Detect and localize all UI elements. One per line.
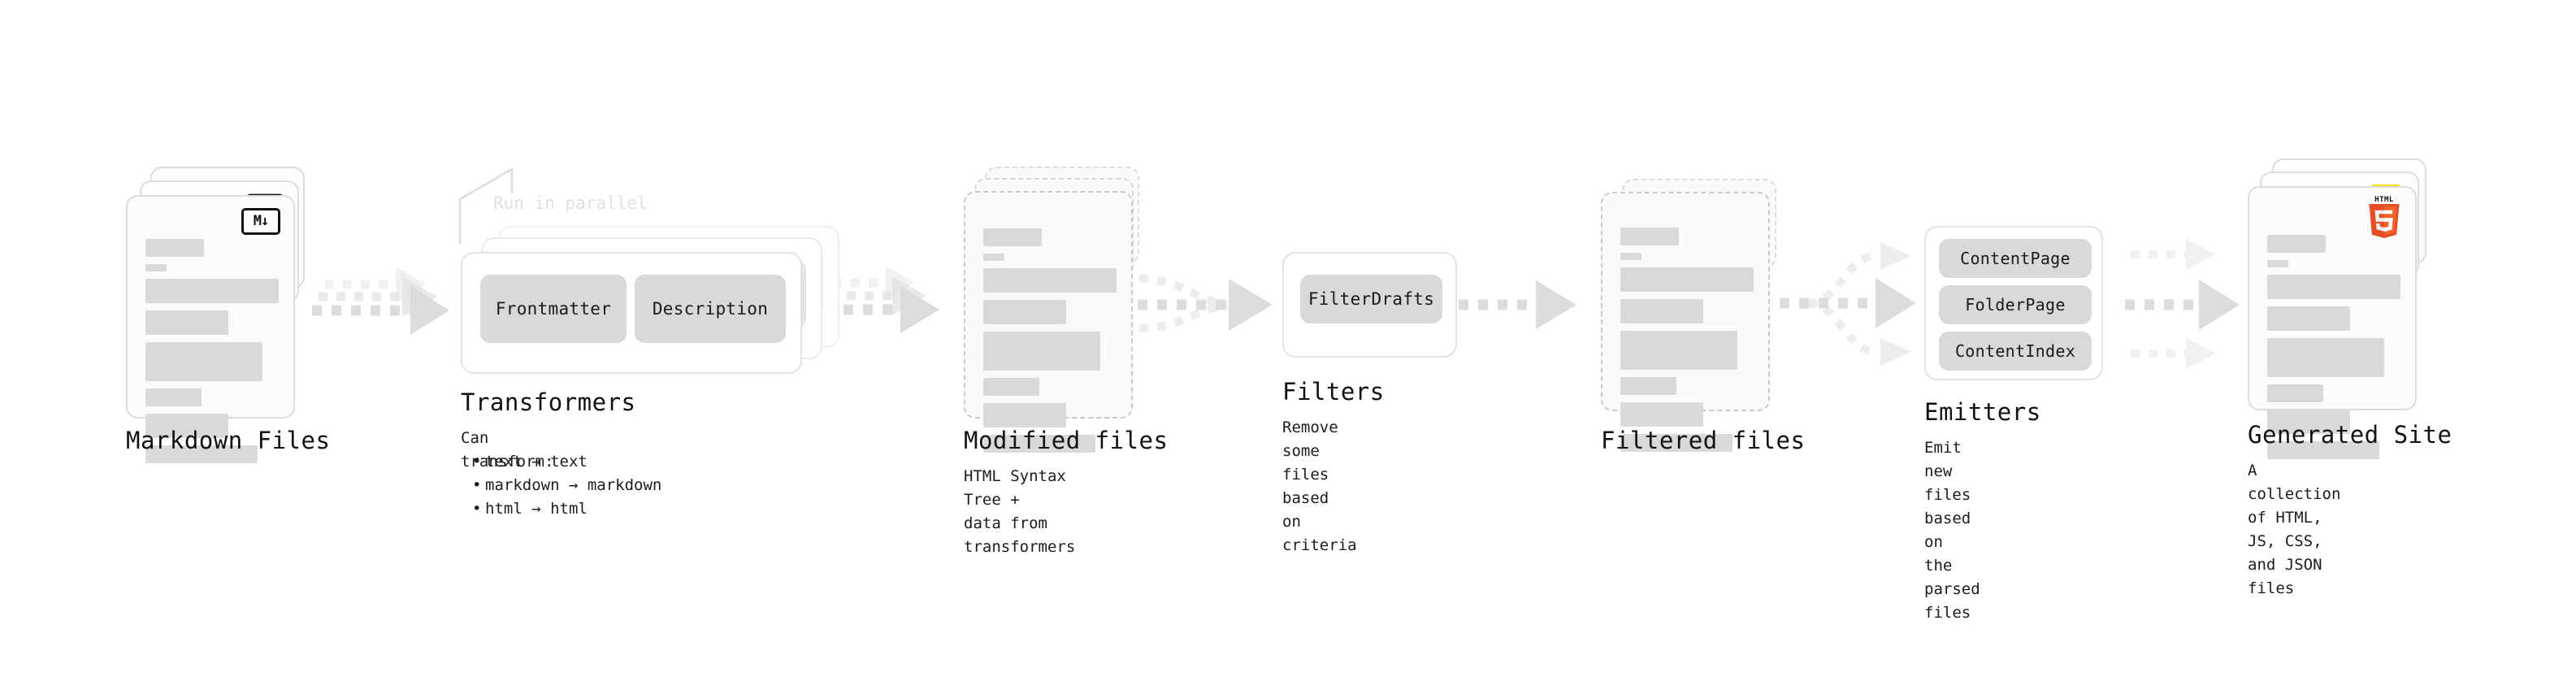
stage-title-filters: Filters xyxy=(1282,378,1385,406)
stage-title-transformers: Transformers xyxy=(461,388,636,416)
run-in-parallel-label: Run in parallel xyxy=(493,193,648,213)
stage-title-filtered: Filtered files xyxy=(1601,427,1806,454)
stage-title-modified: Modified files xyxy=(964,427,1169,454)
stage-title-emitters: Emitters xyxy=(1924,398,2041,426)
file-skeleton xyxy=(1620,228,1754,459)
generated-file-stack: CSS HTML xyxy=(2248,158,2443,459)
emitters-caption: Emit new files based on the parsed files xyxy=(1924,439,1980,622)
transformers-bullet: text → text xyxy=(472,450,661,474)
generated-caption: A collection of HTML, JS, CSS, and JSON … xyxy=(2248,462,2341,597)
transformers-bullet: markdown → markdown xyxy=(472,474,661,497)
arrow-transformers-to-modified xyxy=(824,266,939,333)
modified-caption: HTML Syntax Tree + data from transformer… xyxy=(964,467,1076,556)
arrow-filtered-to-emitters xyxy=(1780,242,1916,366)
markdown-card-front[interactable]: M↓ xyxy=(126,195,295,463)
modified-file-stack xyxy=(964,167,1155,453)
transformer-panel-front[interactable]: Frontmatter Description xyxy=(461,252,802,374)
transformers-bullet-list: text → text markdown → markdown html → h… xyxy=(461,450,661,521)
emitters-panel[interactable]: ContentPage FolderPage ContentIndex xyxy=(1924,226,2103,380)
chip-folderpage[interactable]: FolderPage xyxy=(1939,285,2092,324)
stage-title-markdown: Markdown Files xyxy=(126,427,331,454)
filtered-card-front[interactable] xyxy=(1601,192,1770,452)
modified-card-front[interactable] xyxy=(964,191,1133,453)
filtered-file-stack xyxy=(1601,179,1792,452)
chip-description[interactable]: Description xyxy=(635,275,786,343)
markdown-file-stack: M↓ M↓ M↓ xyxy=(126,167,317,463)
file-skeleton xyxy=(145,239,279,471)
chip-contentpage[interactable]: ContentPage xyxy=(1939,239,2092,278)
generated-card-html[interactable]: HTML xyxy=(2248,186,2417,459)
filters-caption: Remove some files based on criteria xyxy=(1282,419,1357,554)
filters-panel[interactable]: FilterDrafts xyxy=(1282,252,1457,358)
arrow-filters-to-filtered xyxy=(1459,280,1576,329)
transformers-bullet: html → html xyxy=(472,497,661,521)
arrow-modified-to-filters xyxy=(1138,275,1273,332)
arrow-emitters-to-site xyxy=(2125,239,2240,369)
chip-filterdrafts[interactable]: FilterDrafts xyxy=(1300,275,1442,323)
chip-frontmatter[interactable]: Frontmatter xyxy=(480,275,627,343)
file-skeleton xyxy=(983,228,1117,460)
file-skeleton xyxy=(2267,235,2400,466)
chip-contentindex[interactable]: ContentIndex xyxy=(1939,332,2092,371)
markdown-icon: M↓ xyxy=(241,208,280,235)
html5-icon: HTML xyxy=(2366,196,2402,238)
arrow-markdown-to-transformers xyxy=(312,267,449,335)
stage-title-generated: Generated Site xyxy=(2248,421,2452,449)
